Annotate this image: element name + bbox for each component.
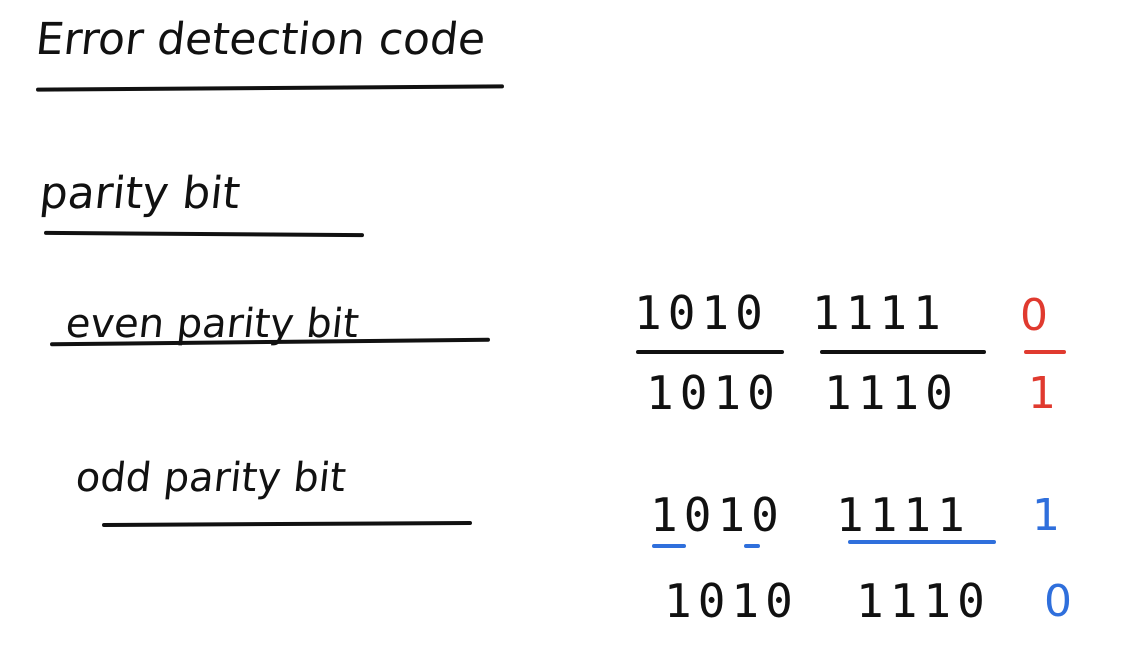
even-row2-bits-b: 1110: [824, 366, 959, 420]
title-underline: [35, 84, 505, 92]
odd-row2-bits-b: 1110: [856, 574, 991, 628]
odd-mark-bit-1: [652, 544, 686, 548]
even-parity-label: even parity bit: [63, 301, 362, 347]
even-row2-bits-a: 1010: [646, 366, 781, 420]
odd-parity-underline: [101, 521, 473, 527]
odd-mark-nibble-b: [848, 540, 996, 544]
even-row2-parity: 1: [1028, 368, 1056, 419]
even-row1-bits-b: 1111: [812, 286, 947, 340]
subtitle-underline: [43, 230, 365, 238]
odd-row1-bits-b: 1111: [836, 488, 971, 542]
even-row1-parity: 0: [1020, 290, 1048, 341]
odd-mark-bit-3: [744, 544, 760, 548]
odd-parity-label: odd parity bit: [73, 455, 349, 501]
even-nibble-b-line: [820, 350, 986, 354]
even-row1-bits-a: 1010: [634, 286, 769, 340]
odd-row1-bits-a: 1010: [650, 488, 785, 542]
notes-title: Error detection code: [33, 14, 488, 65]
subtitle-parity-bit: parity bit: [37, 168, 243, 219]
odd-row2-bits-a: 1010: [664, 574, 799, 628]
odd-row1-parity: 1: [1032, 490, 1060, 541]
odd-row2-parity: 0: [1044, 576, 1072, 627]
even-nibble-a-line: [636, 350, 784, 354]
even-parity-line: [1024, 350, 1066, 354]
